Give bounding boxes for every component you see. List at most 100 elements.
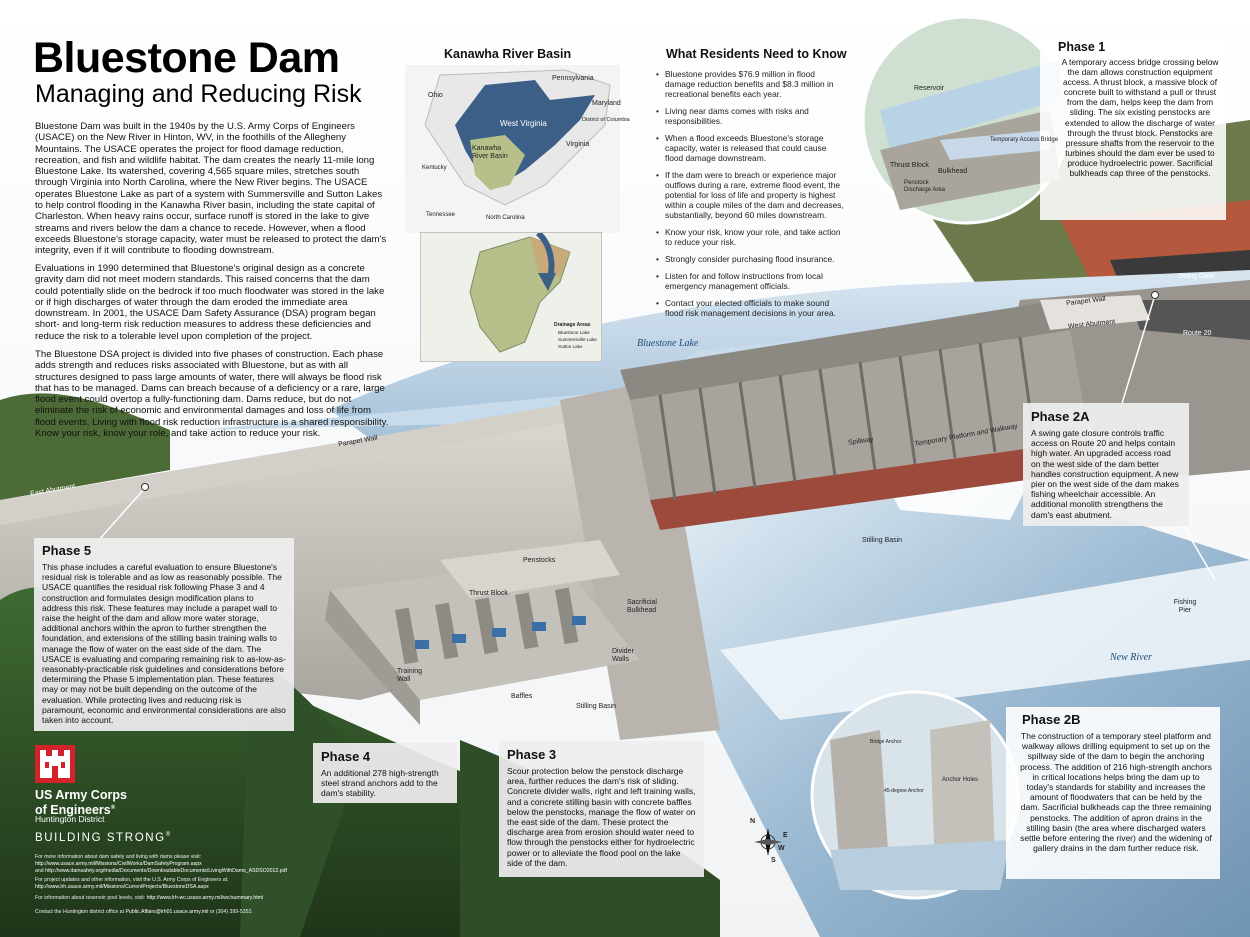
phase2a-title: Phase 2A xyxy=(1031,409,1090,424)
phase1-panel: Phase 1 A temporary access bridge crossi… xyxy=(1040,36,1226,220)
footer-link[interactable]: http://www.lrh-wc.usace.army.mil/wc/summ… xyxy=(146,895,264,901)
p1-reservoir-label: Reservoir xyxy=(914,85,944,92)
compass-n: N xyxy=(750,818,756,825)
phase2b-title: Phase 2B xyxy=(1022,712,1081,727)
page-title: Bluestone Dam xyxy=(33,34,340,82)
residents-bullet: Contact your elected officials to make s… xyxy=(656,298,846,318)
building-strong-text: BUILDING STRONG xyxy=(35,832,166,844)
footer-link[interactable]: http://www.damsafety.org/media/Documents… xyxy=(45,867,287,874)
p1-penstock-label: Penstock Discharge Area xyxy=(904,180,946,193)
phase2b-panel: Phase 2B The construction of a temporary… xyxy=(1006,707,1220,879)
footer-info-line: For more information about dam safety an… xyxy=(35,854,202,860)
new-river-label: New River xyxy=(1110,652,1152,663)
footer-link[interactable]: http://www.usace.army.mil/Missions/Civil… xyxy=(35,860,202,867)
phase5-panel: Phase 5 This phase includes a careful ev… xyxy=(34,538,294,731)
usace-district: Huntington District xyxy=(35,814,105,824)
fishing-pier-label: Fishing Pier xyxy=(1173,599,1197,614)
usace-registered-mark: ® xyxy=(110,804,116,811)
residents-bullet: Strongly consider purchasing flood insur… xyxy=(656,254,846,264)
residents-list: Bluestone provides $76.9 million in floo… xyxy=(656,69,846,325)
footer-info: For information about reservoir pool lev… xyxy=(35,895,365,902)
phase5-text: This phase includes a careful evaluation… xyxy=(42,562,286,726)
thrust-block-label: Thrust Block xyxy=(469,590,508,597)
map-state-label: Kentucky xyxy=(422,165,447,171)
phase2a-text: A swing gate closure controls traffic ac… xyxy=(1031,428,1179,520)
map-state-label: Pennsylvania xyxy=(552,75,594,82)
phase3-title: Phase 3 xyxy=(507,747,557,762)
footer-and: and xyxy=(35,867,44,874)
compass-s: S xyxy=(771,857,776,864)
usace-name: US Army Corps of Engineers® xyxy=(35,789,127,816)
usace-name-line2: of Engineers xyxy=(35,802,111,817)
training-wall-label: Training Wall xyxy=(397,668,423,683)
phase3-panel: Phase 3 Scour protection below the penst… xyxy=(499,741,704,877)
phase3-text: Scour protection below the penstock disc… xyxy=(507,766,696,868)
residents-bullet: Listen for and follow instructions from … xyxy=(656,271,846,291)
map-heading: Kanawha River Basin xyxy=(444,47,572,61)
p1-bridge-label: Temporary Access Bridge xyxy=(990,137,1059,143)
map-state-label: Tennessee xyxy=(426,212,456,218)
penstocks-label: Penstocks xyxy=(523,557,556,564)
baffles-label: Baffles xyxy=(511,693,533,700)
residents-heading: What Residents Need to Know xyxy=(666,47,847,61)
residents-bullet: Know your risk, know your role, and take… xyxy=(656,227,846,247)
phase4-panel: Phase 4 An additional 278 high-strength … xyxy=(313,743,457,803)
p2b-anchor-holes-label: Anchor Holes xyxy=(942,777,979,783)
bluestone-lake-label: Bluestone Lake xyxy=(637,338,699,349)
residents-bullet: Bluestone provides $76.9 million in floo… xyxy=(656,69,846,99)
arrow-down-icon xyxy=(535,233,556,291)
footer-info: For more information about dam safety an… xyxy=(35,854,365,874)
map-state-label: North Carolina xyxy=(486,215,525,221)
route20-label: Route 20 xyxy=(1183,330,1212,337)
drainage-map xyxy=(420,232,602,362)
footer-email-link[interactable]: Public.Affairs@lrh01.usace.army.mil xyxy=(125,909,209,915)
building-strong-mark: ® xyxy=(165,832,172,839)
footer-info-line: For project updates and other informatio… xyxy=(35,877,229,883)
map-state-label: Ohio xyxy=(428,92,443,99)
legend-item: Summersville Lake xyxy=(558,337,597,342)
legend-item: Bluestone Lake xyxy=(558,330,590,335)
footer-info-line: For information about reservoir pool lev… xyxy=(35,895,146,901)
phase5-title: Phase 5 xyxy=(42,543,92,558)
map-state-label: District of Columbia xyxy=(582,117,630,123)
footer-info-line: or (304) 399-5353. xyxy=(209,909,253,915)
phase2b-text: The construction of a temporary steel pl… xyxy=(1020,731,1212,854)
sacrificial-bulkhead-label: Sacrificial Bulkhead xyxy=(627,599,657,614)
intro-paragraph: Evaluations in 1990 determined that Blue… xyxy=(35,263,385,342)
swing-gate-label: Swing Gate xyxy=(1178,273,1215,280)
legend-title: Drainage Areas xyxy=(554,322,591,328)
intro-paragraph: Bluestone Dam was built in the 1940s by … xyxy=(35,121,387,257)
residents-bullet: When a flood exceeds Bluestone's storage… xyxy=(656,133,846,163)
legend-item: Sutton Lake xyxy=(558,344,583,349)
page-subtitle: Managing and Reducing Risk xyxy=(35,80,362,108)
phase4-title: Phase 4 xyxy=(321,749,371,764)
phase4-text: An additional 278 high-strength steel st… xyxy=(321,768,439,799)
p1-bulkhead-label: Bulkhead xyxy=(938,168,968,175)
basin-map xyxy=(405,65,620,233)
residents-bullet: If the dam were to breach or experience … xyxy=(656,170,846,220)
intro-paragraph: The Bluestone DSA project is divided int… xyxy=(35,349,389,440)
p1-thrust-label: Thrust Block xyxy=(890,162,929,169)
compass-e: E xyxy=(783,832,788,839)
residents-bullet: Living near dams comes with risks and re… xyxy=(656,106,846,126)
phase2a-panel: Phase 2A A swing gate closure controls t… xyxy=(1023,403,1189,526)
footer-info: Contact the Huntington district office a… xyxy=(35,909,365,916)
compass-w: W xyxy=(778,845,785,852)
map-state-label: West Virginia xyxy=(500,119,547,128)
building-strong: BUILDING STRONG® xyxy=(35,832,172,844)
map-basin-label: Kanawha River Basin xyxy=(472,145,508,160)
phase1-title: Phase 1 xyxy=(1058,40,1106,54)
map-state-label: Virginia xyxy=(566,141,590,148)
p2b-bridge-anchor-label: Bridge Anchor xyxy=(870,739,902,745)
usace-name-line1: US Army Corps xyxy=(35,788,127,802)
phase1-text: A temporary access bridge crossing below… xyxy=(1061,57,1219,179)
stilling-basin-label: Stilling Basin xyxy=(862,537,903,544)
footer-link[interactable]: http://www.lrh.usace.army.mil/Missions/C… xyxy=(35,883,209,890)
divider-walls-label: Divider Walls xyxy=(612,648,634,663)
map-state-label: Maryland xyxy=(592,100,621,107)
stilling-basin-bottom-label: Stilling Basin xyxy=(576,703,617,710)
p2b-45-anchor-label: 45-degree Anchor xyxy=(884,788,924,794)
footer-info: For project updates and other informatio… xyxy=(35,877,365,891)
footer-info-line: Contact the Huntington district office a… xyxy=(35,909,125,915)
